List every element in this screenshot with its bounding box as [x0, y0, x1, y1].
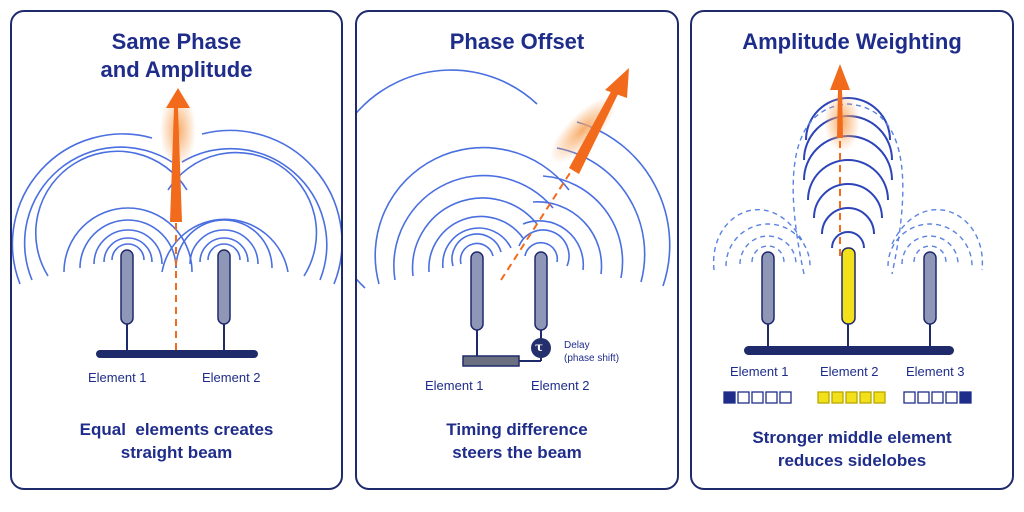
title-line-2: and Amplitude [100, 57, 253, 82]
beam-shaft [569, 88, 619, 174]
weight-cell-element-3 [931, 391, 944, 404]
delay-line-2: (phase shift) [564, 353, 620, 364]
weight-cell-element-1 [751, 391, 764, 404]
sidelobe-element-3 [887, 208, 983, 271]
caption-line-1: Timing difference [446, 420, 588, 439]
same-phase-diagram [12, 88, 341, 358]
beam-shaft [170, 108, 182, 222]
beam-shaft [837, 88, 843, 138]
antenna-element-2 [217, 249, 231, 352]
panel-caption: Timing difference steers the beam [357, 418, 677, 464]
weight-cell-element-3 [945, 391, 958, 404]
title-line-1: Same Phase [111, 29, 242, 54]
weight-cell-element-2 [845, 391, 858, 404]
panel-title: Phase Offset [357, 28, 677, 56]
title-line-1: Amplitude Weighting [742, 29, 962, 54]
label-element-1: Element 1 [425, 378, 484, 393]
panel-title: Same Phase and Amplitude [12, 28, 341, 84]
weight-cell-element-1 [737, 391, 750, 404]
weight-cell-element-3 [917, 391, 930, 404]
label-element-2: Element 2 [531, 378, 590, 393]
antenna-element-3 [923, 251, 937, 348]
antenna-element-1 [470, 251, 484, 358]
weight-cell-element-1 [779, 391, 792, 404]
delay-line-1: Delay [564, 340, 590, 351]
wave-arcs-element-1 [357, 69, 570, 289]
label-element-2: Element 2 [820, 364, 879, 379]
panel-caption: Stronger middle element reduces sidelobe… [692, 426, 1012, 472]
caption-line-2: straight beam [120, 443, 233, 462]
beam-arrow-head [166, 88, 190, 108]
label-element-3: Element 3 [906, 364, 965, 379]
panel-amplitude-weighting: Amplitude Weighting [690, 10, 1014, 490]
amplitude-weighting-diagram [713, 64, 983, 404]
panel-title: Amplitude Weighting [692, 28, 1012, 56]
weight-cell-element-3 [903, 391, 916, 404]
antenna-element-1 [761, 251, 775, 348]
delay-node-icon [531, 338, 551, 358]
weight-cell-element-1 [723, 391, 736, 404]
caption-line-2: steers the beam [452, 443, 582, 462]
label-element-2: Element 2 [202, 370, 261, 385]
weight-indicators [723, 391, 972, 404]
weight-cell-element-2 [873, 391, 886, 404]
weight-cell-element-1 [765, 391, 778, 404]
weight-cell-element-3 [959, 391, 972, 404]
weight-cell-element-2 [817, 391, 830, 404]
ground-plane-bar [744, 346, 954, 355]
title-line-1: Phase Offset [449, 29, 585, 54]
caption-line-1: Stronger middle element [752, 428, 952, 447]
ground-plane-bar [96, 350, 258, 358]
wave-arcs-element-2 [161, 129, 341, 285]
caption-line-2: reduces sidelobes [777, 451, 927, 470]
label-element-1: Element 1 [730, 364, 789, 379]
beam-arrow-head [830, 64, 850, 90]
label-element-1: Element 1 [88, 370, 147, 385]
weight-cell-element-2 [831, 391, 844, 404]
antenna-element-2 [534, 251, 548, 340]
sidelobe-element-1 [713, 208, 811, 271]
antenna-element-2 [841, 247, 856, 348]
weight-cell-element-2 [859, 391, 872, 404]
tau-symbol: τ [535, 340, 544, 354]
beam-arrow-head [605, 68, 629, 98]
delay-label: Delay (phase shift) [564, 339, 619, 365]
panel-same-phase: Same Phase and Amplitude [10, 10, 343, 490]
antenna-element-1 [120, 249, 134, 352]
caption-line-1: Equal elements creates [79, 420, 274, 439]
panel-caption: Equal elements creates straight beam [12, 418, 341, 464]
phase-offset-diagram [357, 68, 671, 367]
feed-block [462, 355, 520, 367]
panel-phase-offset: Phase Offset [355, 10, 679, 490]
